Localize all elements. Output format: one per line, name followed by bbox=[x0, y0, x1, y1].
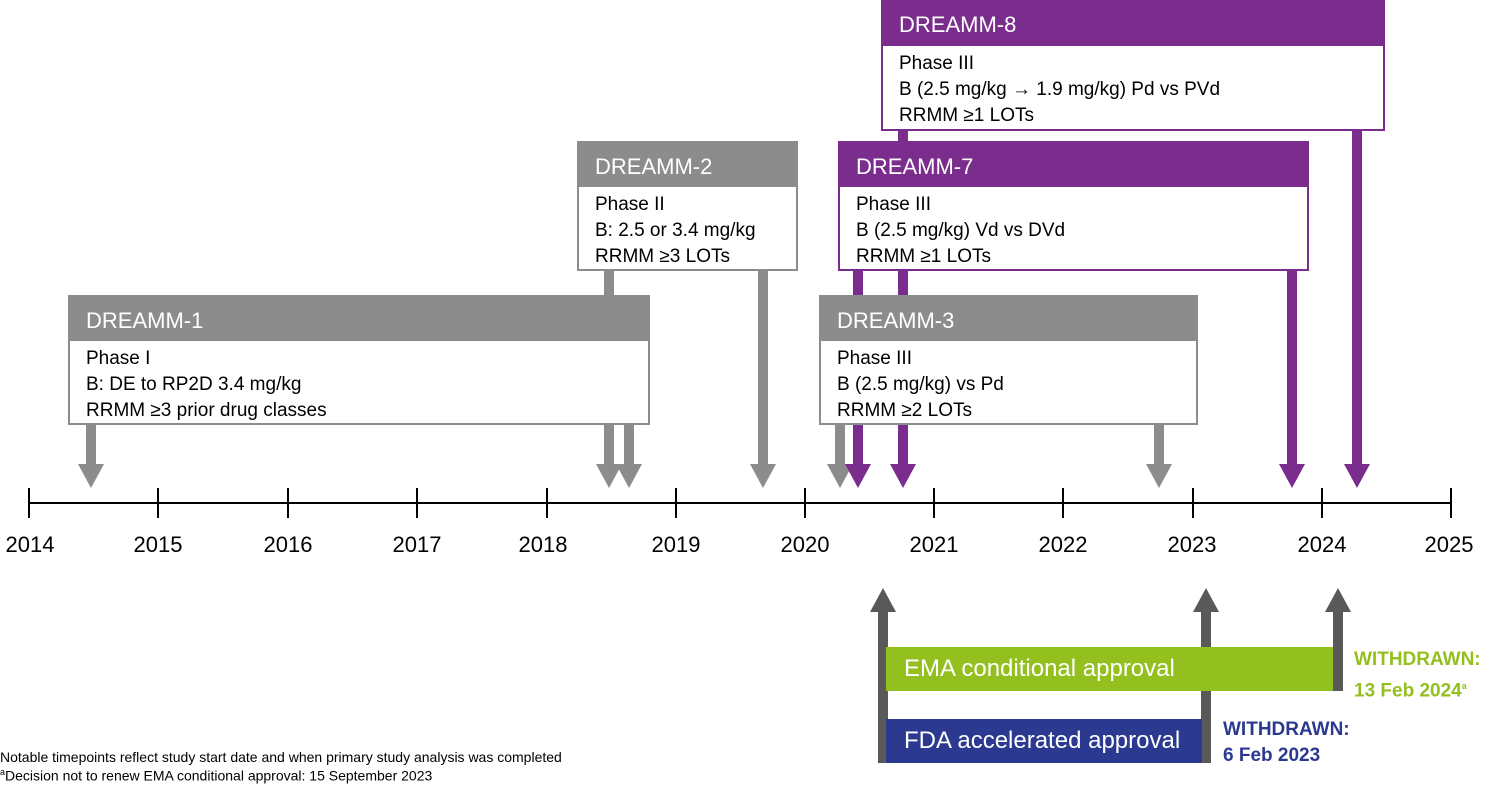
tick-2025 bbox=[1450, 488, 1452, 518]
dreamm1-start-arrow bbox=[78, 464, 104, 488]
dreamm8-regimen: B (2.5 mg/kg → 1.9 mg/kg) Pd vs PVd bbox=[899, 79, 1221, 100]
dreamm1-phase: Phase I bbox=[86, 348, 151, 369]
year-label-2017: 2017 bbox=[392, 532, 442, 557]
tick-2019 bbox=[675, 488, 677, 518]
dreamm1-end-arrow-stem bbox=[604, 424, 614, 464]
tick-2022 bbox=[1062, 488, 1064, 518]
dreamm7-end-arrow-stem bbox=[1287, 270, 1297, 464]
year-label-2021: 2021 bbox=[909, 532, 959, 557]
dreamm3-title: DREAMM-3 bbox=[821, 297, 1196, 341]
dreamm3-end-arrow bbox=[1146, 464, 1172, 488]
year-label-2025: 2025 bbox=[1424, 532, 1474, 557]
dreamm3-population: RRMM ≥2 LOTs bbox=[837, 400, 972, 421]
fda-withdrawn-label: WITHDRAWN: 6 Feb 2023 bbox=[1223, 717, 1350, 769]
approval-2020-arrow-stem bbox=[878, 611, 888, 763]
dreamm1-population: RRMM ≥3 prior drug classes bbox=[86, 400, 327, 421]
dreamm1-box: DREAMM-1 Phase I B: DE to RP2D 3.4 mg/kg… bbox=[68, 295, 650, 425]
year-label-2020: 2020 bbox=[780, 532, 830, 557]
year-label-2016: 2016 bbox=[263, 532, 313, 557]
dreamm1-regimen: B: DE to RP2D 3.4 mg/kg bbox=[86, 374, 302, 395]
footnote-ema-decision-text: Decision not to renew EMA conditional ap… bbox=[5, 767, 433, 784]
dreamm8-start-arrow bbox=[890, 464, 916, 488]
dreamm7-phase: Phase III bbox=[856, 194, 931, 215]
dreamm1-title: DREAMM-1 bbox=[70, 297, 648, 341]
fda-approval-bar: FDA accelerated approval bbox=[886, 719, 1202, 763]
dreamm7-box: DREAMM-7 Phase III B (2.5 mg/kg) Vd vs D… bbox=[838, 141, 1309, 271]
fda-withdrawn-heading: WITHDRAWN: bbox=[1223, 719, 1350, 740]
year-label-2022: 2022 bbox=[1038, 532, 1088, 557]
dreamm2-phase: Phase II bbox=[595, 194, 665, 215]
dreamm8-box: DREAMM-8 Phase III B (2.5 mg/kg → 1.9 mg… bbox=[881, 0, 1385, 131]
dreamm7-regimen: B (2.5 mg/kg) Vd vs DVd bbox=[856, 220, 1066, 241]
approval-2020-arrow bbox=[870, 588, 896, 612]
tick-2023 bbox=[1192, 488, 1194, 518]
dreamm2-box: DREAMM-2 Phase II B: 2.5 or 3.4 mg/kg RR… bbox=[577, 141, 798, 271]
footnote-timepoints: Notable timepoints reflect study start d… bbox=[0, 749, 562, 765]
tick-2024 bbox=[1321, 488, 1323, 518]
dreamm7-population: RRMM ≥1 LOTs bbox=[856, 246, 991, 267]
fda-withdrawal-arrow bbox=[1193, 588, 1219, 612]
tick-2017 bbox=[416, 488, 418, 518]
dreamm2-start-arrow-stem bbox=[624, 424, 634, 464]
ema-footnote-mark: a bbox=[1461, 681, 1467, 691]
tick-2014 bbox=[28, 488, 30, 518]
tick-2016 bbox=[287, 488, 289, 518]
dreamm8-title: DREAMM-8 bbox=[883, 0, 1383, 46]
dreamm1-start-arrow-stem bbox=[86, 424, 96, 464]
dreamm2-population: RRMM ≥3 LOTs bbox=[595, 246, 730, 267]
year-label-2024: 2024 bbox=[1297, 532, 1347, 557]
year-label-2015: 2015 bbox=[133, 532, 183, 557]
ema-withdrawal-arrow bbox=[1325, 588, 1351, 612]
dreamm8-end-arrow bbox=[1344, 464, 1370, 488]
dreamm7-end-arrow bbox=[1279, 464, 1305, 488]
dreamm8-end-arrow-stem bbox=[1352, 130, 1362, 464]
ema-withdrawn-date-line: 13 Feb 2024a bbox=[1354, 673, 1481, 704]
dreamm2-start-connector bbox=[604, 270, 614, 296]
tick-2018 bbox=[546, 488, 548, 518]
dreamm3-start-arrow-stem bbox=[835, 424, 845, 464]
dreamm2-start-arrow bbox=[616, 464, 642, 488]
ema-withdrawn-date: 13 Feb 2024 bbox=[1354, 680, 1462, 702]
dreamm3-end-arrow-stem bbox=[1154, 424, 1164, 464]
year-label-2018: 2018 bbox=[518, 532, 568, 557]
dreamm7-start-arrow bbox=[845, 464, 871, 488]
year-label-2023: 2023 bbox=[1167, 532, 1217, 557]
ema-approval-bar: EMA conditional approval bbox=[886, 647, 1333, 691]
ema-withdrawn-label: WITHDRAWN: 13 Feb 2024a bbox=[1354, 647, 1481, 704]
fda-withdrawn-date: 6 Feb 2023 bbox=[1223, 745, 1321, 766]
ema-withdrawal-arrow-stem bbox=[1333, 611, 1343, 691]
dreamm8-population: RRMM ≥1 LOTs bbox=[899, 105, 1034, 126]
timeline-axis bbox=[28, 502, 1452, 504]
tick-2021 bbox=[933, 488, 935, 518]
dreamm8-phase: Phase III bbox=[899, 53, 974, 74]
footnote-ema-decision: aDecision not to renew EMA conditional a… bbox=[0, 767, 432, 784]
tick-2020 bbox=[804, 488, 806, 518]
dreamm2-end-arrow-stem bbox=[758, 270, 768, 464]
dreamm2-title: DREAMM-2 bbox=[579, 143, 796, 187]
dreamm7-title: DREAMM-7 bbox=[840, 143, 1307, 187]
footnote-mark: a bbox=[0, 767, 6, 777]
dreamm3-box: DREAMM-3 Phase III B (2.5 mg/kg) vs Pd R… bbox=[819, 295, 1198, 425]
tick-2015 bbox=[157, 488, 159, 518]
dreamm3-phase: Phase III bbox=[837, 348, 912, 369]
year-label-2014: 2014 bbox=[5, 532, 55, 557]
dreamm2-regimen: B: 2.5 or 3.4 mg/kg bbox=[595, 220, 756, 241]
year-label-2019: 2019 bbox=[651, 532, 701, 557]
dreamm2-end-arrow bbox=[750, 464, 776, 488]
dreamm3-regimen: B (2.5 mg/kg) vs Pd bbox=[837, 374, 1004, 395]
ema-withdrawn-heading: WITHDRAWN: bbox=[1354, 649, 1481, 670]
